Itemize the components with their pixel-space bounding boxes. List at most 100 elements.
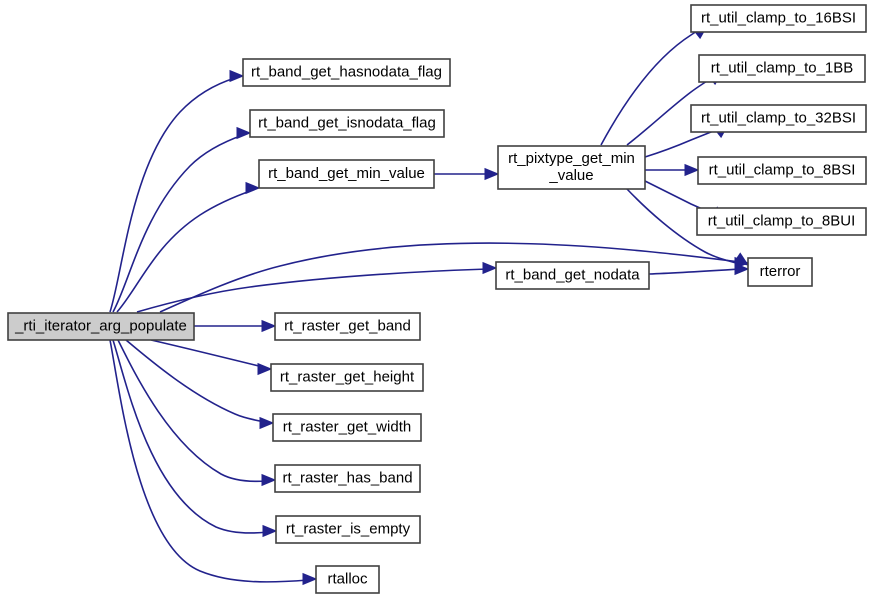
edge-line bbox=[109, 339, 309, 583]
graph-node-rtalloc[interactable]: rtalloc bbox=[315, 565, 380, 594]
edge-arrowhead bbox=[245, 181, 261, 195]
graph-node-clamp32bsi[interactable]: rt_util_clamp_to_32BSI bbox=[690, 104, 867, 133]
node-label: rt_raster_has_band bbox=[282, 469, 412, 486]
node-label: rt_band_get_hasnodata_flag bbox=[251, 63, 442, 80]
edge-arrowhead bbox=[302, 572, 318, 586]
node-label: rt_pixtype_get_min bbox=[508, 150, 635, 167]
call-edge bbox=[136, 261, 498, 313]
graph-node-minvalue[interactable]: rt_band_get_min_value bbox=[258, 159, 435, 189]
edge-arrowhead bbox=[734, 262, 750, 276]
node-box[interactable] bbox=[747, 257, 813, 287]
node-box[interactable] bbox=[690, 4, 867, 33]
call-edge bbox=[645, 163, 700, 177]
edge-line bbox=[116, 189, 254, 313]
edge-line bbox=[150, 339, 264, 368]
edge-line bbox=[626, 188, 741, 265]
graph-node-clamp8bui[interactable]: rt_util_clamp_to_8BUI bbox=[696, 207, 867, 236]
edge-line bbox=[648, 268, 741, 275]
edge-arrowhead bbox=[684, 163, 700, 177]
call-edge bbox=[112, 339, 278, 538]
node-box[interactable] bbox=[258, 159, 435, 189]
graph-node-getheight[interactable]: rt_raster_get_height bbox=[270, 363, 424, 392]
graph-node-hasnodata[interactable]: rt_band_get_hasnodata_flag bbox=[242, 58, 451, 87]
node-label: rt_util_clamp_to_16BSI bbox=[701, 9, 856, 26]
graph-node-root[interactable]: _rti_iterator_arg_populate bbox=[7, 312, 195, 341]
node-label: rt_band_get_min_value bbox=[268, 165, 425, 182]
graph-node-isnodata[interactable]: rt_band_get_isnodata_flag bbox=[249, 109, 445, 138]
node-box[interactable] bbox=[698, 54, 866, 83]
node-layer: _rti_iterator_arg_populate rt_band_get_ha… bbox=[7, 4, 867, 594]
node-label: rt_raster_get_height bbox=[280, 368, 415, 385]
node-label: rt_util_clamp_to_8BUI bbox=[708, 212, 856, 229]
node-label: _value bbox=[548, 167, 593, 184]
node-box[interactable] bbox=[690, 104, 867, 133]
node-label: _rti_iterator_arg_populate bbox=[14, 317, 187, 334]
graph-node-getnodata[interactable]: rt_band_get_nodata bbox=[495, 261, 650, 290]
graph-node-clamp1bb[interactable]: rt_util_clamp_to_1BB bbox=[698, 54, 866, 83]
node-box[interactable] bbox=[7, 312, 195, 341]
edge-line bbox=[136, 268, 489, 313]
call-edge bbox=[112, 126, 252, 313]
call-edge bbox=[125, 339, 275, 430]
call-edge bbox=[109, 69, 245, 313]
graph-node-clamp16bsi[interactable]: rt_util_clamp_to_16BSI bbox=[690, 4, 867, 33]
node-box[interactable] bbox=[274, 312, 421, 341]
node-label: rt_util_clamp_to_8BSI bbox=[709, 161, 856, 178]
node-box[interactable] bbox=[272, 413, 422, 442]
edge-arrowhead bbox=[236, 126, 252, 140]
graph-node-hasband[interactable]: rt_raster_has_band bbox=[274, 464, 421, 493]
node-box[interactable] bbox=[495, 261, 650, 290]
edge-line bbox=[112, 134, 244, 313]
node-label: rt_band_get_nodata bbox=[505, 266, 640, 283]
edge-line bbox=[600, 28, 701, 146]
graph-node-getwidth[interactable]: rt_raster_get_width bbox=[272, 413, 422, 442]
graph-node-getband[interactable]: rt_raster_get_band bbox=[274, 312, 421, 341]
call-edge bbox=[434, 167, 500, 181]
edge-arrowhead bbox=[484, 167, 500, 181]
graph-node-clamp8bsi[interactable]: rt_util_clamp_to_8BSI bbox=[697, 156, 867, 185]
call-edge bbox=[159, 242, 750, 313]
node-label: rt_raster_get_band bbox=[284, 317, 411, 334]
edge-arrowhead bbox=[733, 252, 750, 266]
node-label: rt_band_get_isnodata_flag bbox=[258, 114, 436, 131]
node-box[interactable] bbox=[274, 464, 421, 493]
call-edge bbox=[626, 188, 750, 266]
edge-line bbox=[125, 339, 266, 423]
node-box[interactable] bbox=[275, 515, 421, 544]
node-box[interactable] bbox=[249, 109, 445, 138]
edge-line bbox=[159, 242, 741, 313]
call-edge bbox=[109, 339, 318, 586]
node-box[interactable] bbox=[497, 145, 646, 190]
call-edge bbox=[116, 181, 261, 313]
call-edge bbox=[150, 339, 273, 376]
graph-node-rterror[interactable]: rterror bbox=[747, 257, 813, 287]
node-box[interactable] bbox=[315, 565, 380, 594]
edge-line bbox=[109, 77, 236, 313]
node-box[interactable] bbox=[697, 156, 867, 185]
call-edge bbox=[194, 319, 277, 333]
call-edge bbox=[648, 262, 750, 276]
edge-arrowhead bbox=[261, 473, 277, 487]
node-box[interactable] bbox=[270, 363, 424, 392]
node-label: rt_raster_get_width bbox=[283, 418, 411, 435]
node-label: rterror bbox=[760, 263, 801, 280]
graph-node-isempty[interactable]: rt_raster_is_empty bbox=[275, 515, 421, 544]
node-box[interactable] bbox=[696, 207, 867, 236]
edge-line bbox=[112, 339, 269, 534]
call-edge bbox=[117, 339, 277, 487]
node-label: rt_util_clamp_to_32BSI bbox=[701, 109, 856, 126]
edge-layer bbox=[109, 25, 750, 586]
graph-node-pixtype[interactable]: rt_pixtype_get_min_value bbox=[497, 145, 646, 190]
edge-arrowhead bbox=[261, 319, 277, 333]
edge-line bbox=[117, 339, 268, 483]
edge-arrowhead bbox=[482, 261, 498, 275]
node-label: rtalloc bbox=[327, 570, 368, 587]
node-label: rt_util_clamp_to_1BB bbox=[711, 59, 854, 76]
node-box[interactable] bbox=[242, 58, 451, 87]
node-label: rt_raster_is_empty bbox=[286, 520, 411, 537]
edge-arrowhead bbox=[259, 416, 275, 430]
edge-arrowhead bbox=[229, 69, 245, 83]
edge-arrowhead bbox=[257, 362, 273, 376]
